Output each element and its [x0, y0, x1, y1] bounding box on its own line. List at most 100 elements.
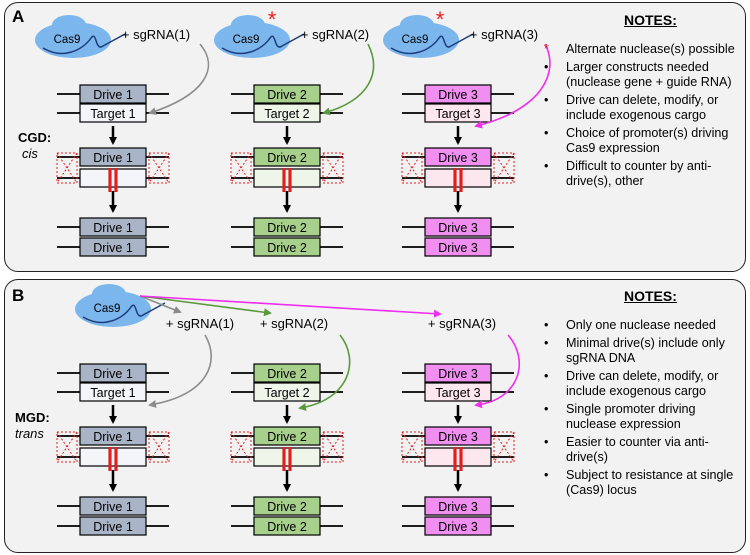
panel-b-arrow-to-sgrna-3: [139, 295, 442, 318]
panel-b-note-5: • Easier to counter via anti-drive(s): [540, 435, 735, 465]
panel-a-drive-3-mid-label: Drive 3: [438, 151, 478, 165]
panel-b-target-3: [424, 382, 492, 402]
panel-a-target-2: [253, 103, 321, 123]
bullet-icon: •: [544, 336, 549, 350]
bullet-icon: •: [544, 468, 549, 482]
panel-b-sgrna-2: + sgRNA(2): [260, 316, 328, 331]
panel-b-cas9-label: Cas9: [94, 303, 121, 315]
panel-a-drive-1-bottom-b: [79, 237, 147, 257]
panel-b-drive-1-bottom-b-label: Drive 1: [93, 520, 133, 534]
note-text: Easier to counter via anti-drive(s): [566, 435, 709, 464]
panel-a-note-4: • Choice of promoter(s) driving Cas9 expr…: [540, 126, 735, 156]
panel-b-sgrna-1: + sgRNA(1): [166, 316, 234, 331]
panel-a-cas9-1-guide-rna: [42, 33, 126, 55]
asterisk-icon: *: [544, 42, 549, 56]
panel-b-target-2: [253, 382, 321, 402]
note-text: Alternate nuclease(s) possible: [566, 42, 735, 56]
panel-a-cas9-2-guide-rna: [221, 33, 305, 55]
panel-a-cas9-2-lobe: [231, 15, 265, 35]
note-text: Drive can delete, modify, or include exo…: [566, 369, 719, 398]
panel-a-drive-1-bottom-a: [79, 217, 147, 237]
panel-a-sgrna-1: + sgRNA(1): [122, 27, 190, 42]
panel-b-drive-3-mid-label: Drive 3: [438, 430, 478, 444]
panel-b-drive-1-bottom-a: [79, 496, 147, 516]
bullet-icon: •: [544, 159, 549, 173]
cis-label: cis: [22, 146, 38, 161]
panel-b-target-1-label: Target 1: [90, 386, 135, 400]
panel-a-sgrna-3: + sgRNA(3): [470, 27, 538, 42]
panel-a-cut-target-2: [253, 168, 321, 188]
crossover-box: [401, 431, 423, 463]
panel-b-note-6: •Subject to resistance at single (Cas9) …: [540, 468, 735, 498]
panel-b-note-2: •Minimal drive(s) include only sgRNA DNA: [540, 336, 735, 366]
panel-a-drive-3-bottom-b-label: Drive 3: [438, 241, 478, 255]
panel-b-note-4: •Single promoter driving nuclease expres…: [540, 402, 735, 432]
panel-b-drive-3-bottom-a: [424, 496, 492, 516]
panel-a-drive-2-mid: [253, 147, 321, 167]
panel-a-arrow-1: [148, 43, 210, 115]
panel-b-drive-1-top: [79, 363, 147, 383]
panel-b-target-3-label: Target 3: [435, 386, 480, 400]
panel-b-drive-2-bottom-a-label: Drive 2: [267, 500, 307, 514]
crossover-box: [148, 431, 170, 463]
panel-b-cut-target-3: [424, 447, 492, 467]
panel-a-drive-3-mid: [424, 147, 492, 167]
notes-b-title: NOTES:: [624, 288, 677, 304]
panel-a-cas9-1-label: Cas9: [54, 34, 81, 46]
crossover-box: [56, 152, 78, 184]
panel-b-drive-1-bottom-a-label: Drive 1: [93, 500, 133, 514]
panel-b-drive-2-bottom-b: [253, 516, 321, 536]
bullet-icon: •: [544, 126, 549, 140]
panel-b-drive-3-mid: [424, 426, 492, 446]
panel-b-drive-2-mid: [253, 426, 321, 446]
panel-b-drive-3-top-label: Drive 3: [438, 367, 478, 381]
panel-a-note-2: •Larger constructs needed (nuclease gene…: [540, 60, 735, 90]
crossover-box: [322, 152, 344, 184]
panel-a-drive-1-bottom-a-label: Drive 1: [93, 221, 133, 235]
bullet-icon: •: [544, 93, 549, 107]
panel-a-drive-1-mid-label: Drive 1: [93, 151, 133, 165]
panel-a-drive-3-top: [424, 84, 492, 104]
bullet-icon: •: [544, 435, 549, 449]
panel-a-drive-1-top: [79, 84, 147, 104]
panel-b-cas9-lobe: [92, 284, 126, 304]
note-text: Single promoter driving nuclease express…: [566, 402, 696, 431]
cgd-label: CGD:: [18, 130, 52, 145]
panel-a-drive-2-bottom-a: [253, 217, 321, 237]
panel-a-drive-3-bottom-a-label: Drive 3: [438, 221, 478, 235]
panel-b-drive-1-mid: [79, 426, 147, 446]
panel-a-drive-3-bottom-a: [424, 217, 492, 237]
bullet-icon: •: [544, 318, 549, 332]
panel-b-note-1: •Only one nuclease needed: [540, 318, 735, 333]
panel-b-arrow-to-sgrna-1: [139, 295, 182, 314]
panel-b-drive-1-top-label: Drive 1: [93, 367, 133, 381]
panel-b-cas9: [75, 291, 151, 327]
panel-a-drive-2-mid-label: Drive 2: [267, 151, 307, 165]
panel-b-note-3: •Drive can delete, modify, or include ex…: [540, 369, 735, 399]
crossover-box: [230, 431, 252, 463]
trans-label: trans: [15, 426, 44, 441]
panel-b-drive-3-top: [424, 363, 492, 383]
panel-b-drive-3-bottom-a-label: Drive 3: [438, 500, 478, 514]
crossover-box: [401, 152, 423, 184]
note-text: Difficult to counter by anti-drive(s), o…: [566, 159, 712, 188]
panel-b-arrow-to-sgrna-2: [139, 295, 272, 317]
panel-a-drive-1-bottom-b-label: Drive 1: [93, 241, 133, 255]
panel-a-cas9-1: [35, 22, 111, 58]
crossover-box: [148, 152, 170, 184]
panel-a-target-2-label: Target 2: [264, 107, 309, 121]
crossover-box: [230, 152, 252, 184]
panel-b-drive-2-bottom-a: [253, 496, 321, 516]
panel-a-drive-1-top-label: Drive 1: [93, 88, 133, 102]
panel-b-drive-2-top: [253, 363, 321, 383]
panel-a-cas9-3-label: Cas9: [402, 34, 429, 46]
crossover-box: [493, 431, 515, 463]
panel-a-note-5: • Difficult to counter by anti-drive(s), …: [540, 159, 735, 189]
panel-b-cas9-guide-rna: [82, 302, 166, 324]
crossover-box: [322, 431, 344, 463]
panel-b-target-1: [79, 382, 147, 402]
panel-b-drive-2-bottom-b-label: Drive 2: [267, 520, 307, 534]
panel-a-drive-2-top-label: Drive 2: [267, 88, 307, 102]
note-text: Choice of promoter(s) driving Cas9 expre…: [566, 126, 729, 155]
panel-a-drive-2-bottom-b: [253, 237, 321, 257]
